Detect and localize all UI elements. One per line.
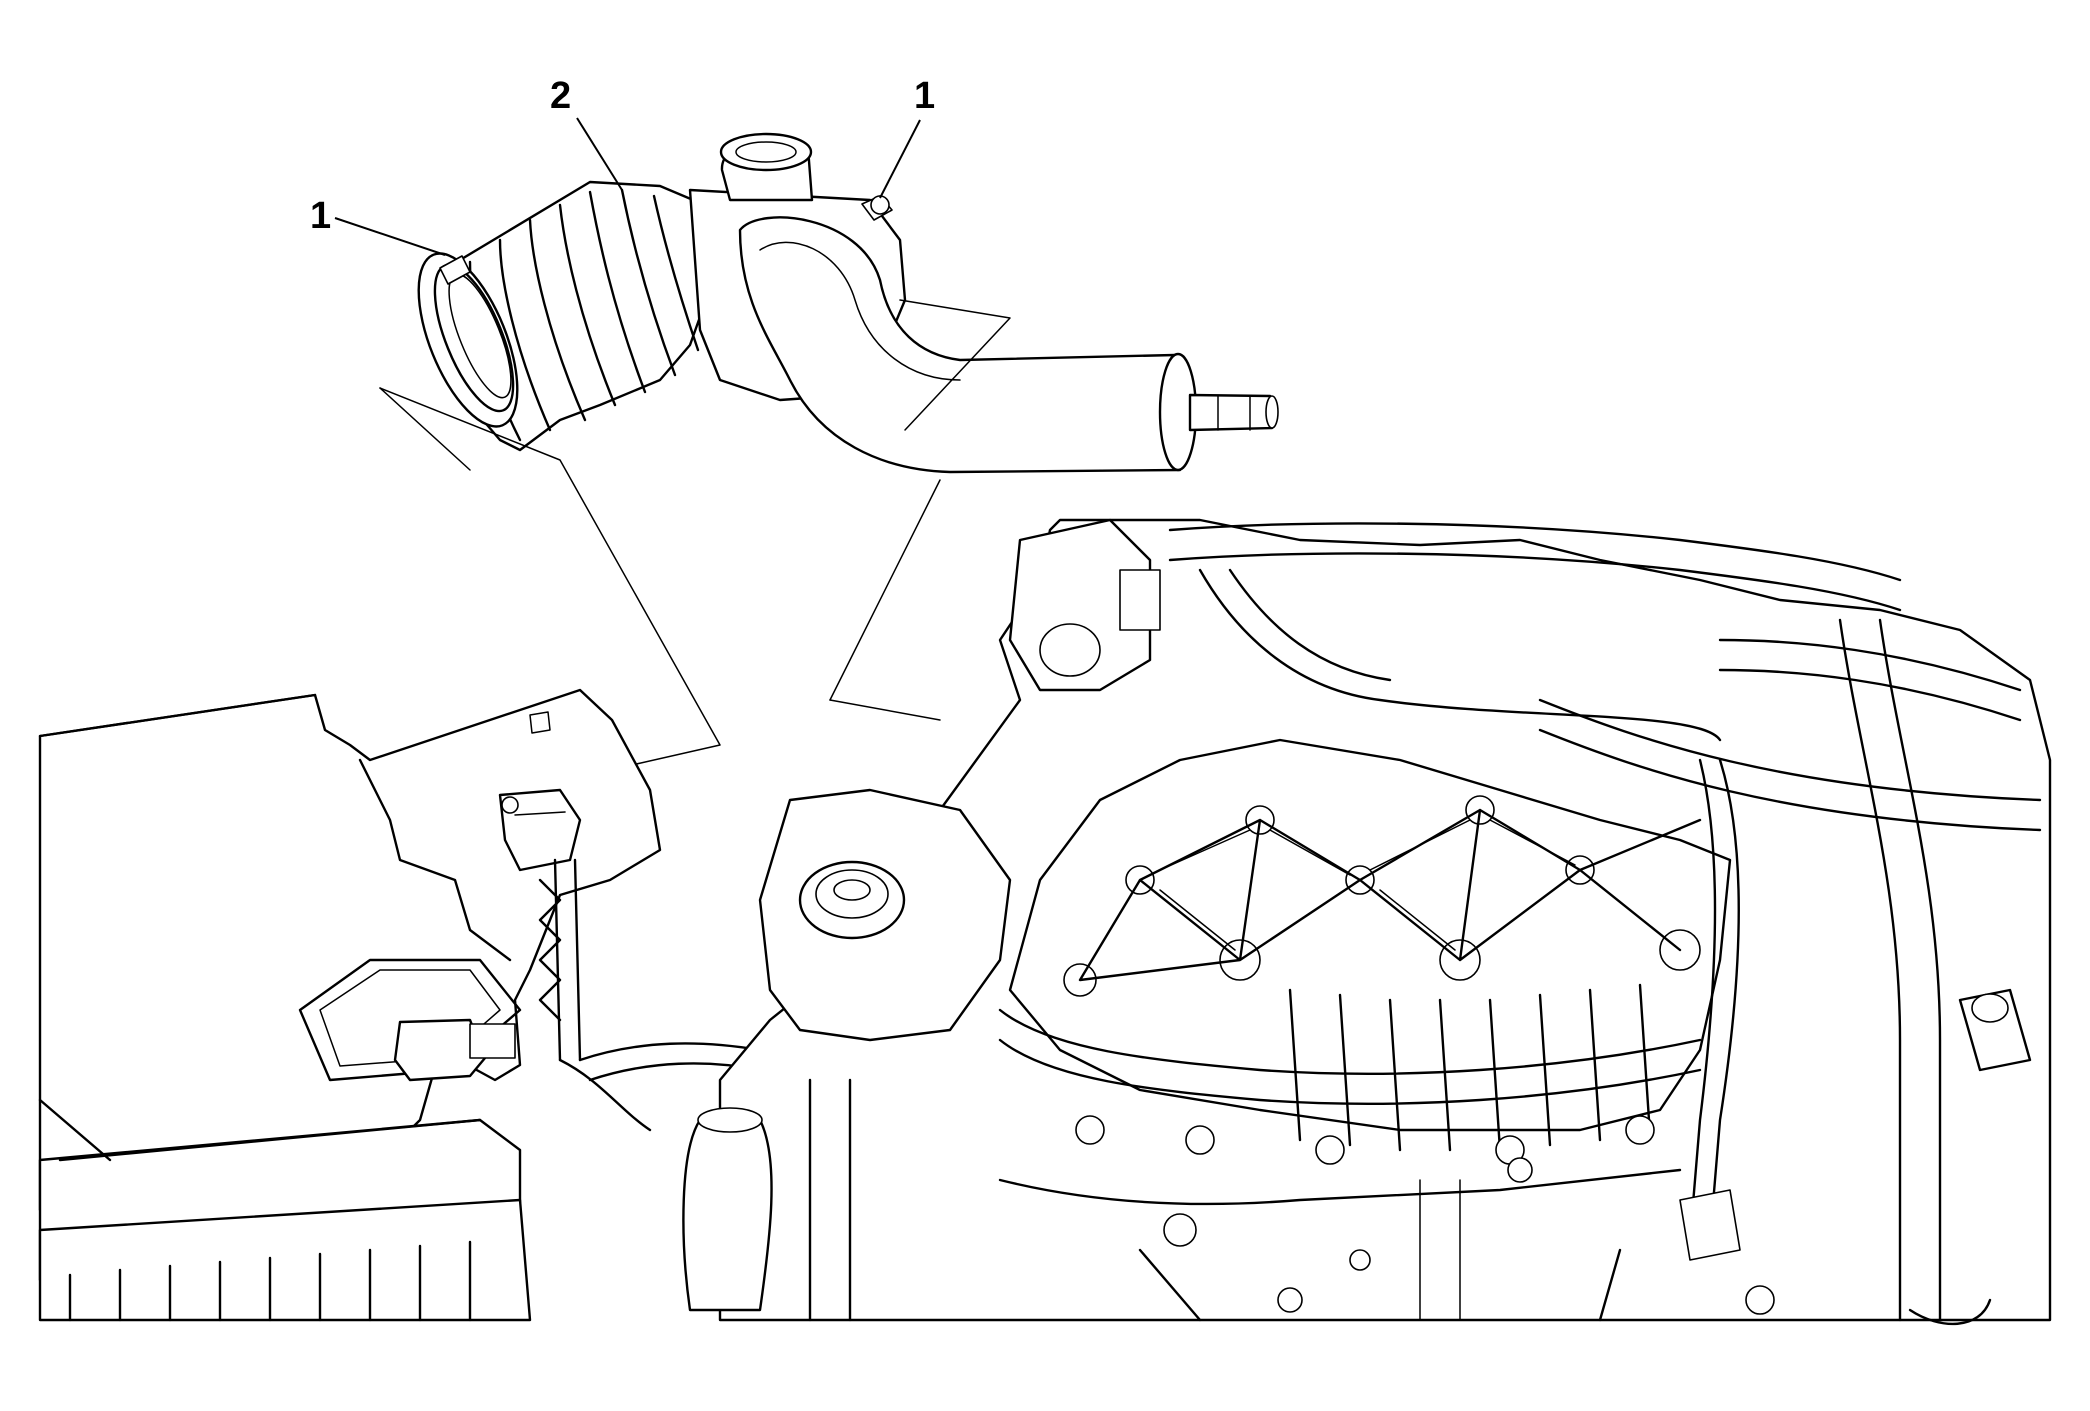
engine-intake-manifold	[682, 518, 2052, 1326]
leader-clamp-right	[879, 119, 921, 199]
air-cleaner-housing	[38, 688, 882, 1322]
callout-clamp-left: 1	[310, 195, 331, 237]
explode-guide-lines	[379, 299, 1011, 771]
air-inlet-duct	[417, 132, 1279, 474]
callout-duct: 2	[550, 75, 571, 117]
leader-clamp-left	[334, 217, 446, 256]
leader-duct	[576, 117, 623, 191]
callout-labels: 1 2 1	[310, 75, 935, 237]
callout-leaders	[334, 117, 921, 256]
callout-clamp-right: 1	[914, 75, 935, 117]
